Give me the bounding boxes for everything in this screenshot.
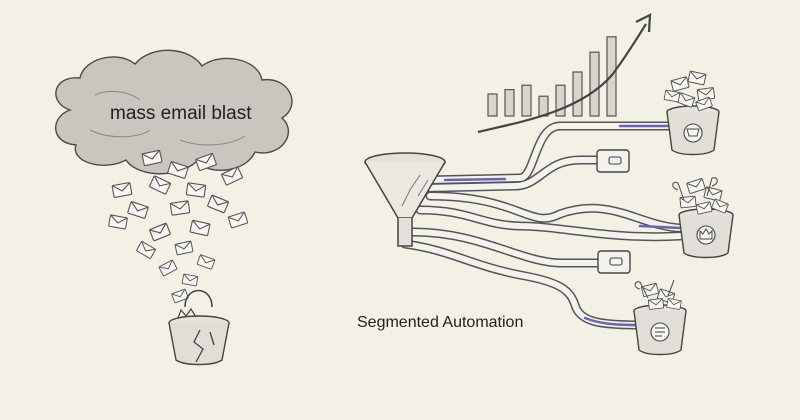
envelope-icon <box>663 89 681 103</box>
growth-arrowhead <box>635 13 652 33</box>
envelope-icon <box>111 181 133 199</box>
envelope-icon <box>189 219 211 237</box>
growth-bar <box>555 84 566 117</box>
envelope-icon <box>227 211 249 229</box>
storm-cloud <box>55 49 293 175</box>
broken-bucket-icon <box>168 289 230 366</box>
cloud-label: mass email blast <box>110 103 252 124</box>
receipt-icon <box>633 304 687 356</box>
growth-bar <box>504 88 515 117</box>
envelope-icon <box>174 240 194 256</box>
envelope-icon <box>127 200 149 220</box>
funnel <box>364 152 446 247</box>
growth-bar <box>487 93 498 117</box>
crown-icon <box>678 208 734 259</box>
envelope-icon <box>185 182 207 198</box>
envelope-icon <box>670 76 690 92</box>
envelope-icon <box>108 214 128 230</box>
segmented-automation-label: Segmented Automation <box>357 314 524 331</box>
growth-bar <box>589 51 600 117</box>
growth-bar <box>572 71 583 117</box>
envelope-icon <box>687 70 707 86</box>
valve-lower <box>597 250 631 274</box>
envelope-icon <box>703 186 723 202</box>
falling-envelopes <box>108 149 249 304</box>
growth-bar <box>521 84 532 117</box>
envelope-icon <box>666 297 682 311</box>
growth-arrow <box>477 23 647 134</box>
plant-sprigs <box>634 177 718 299</box>
envelope-icon <box>148 222 172 242</box>
shopping-cart-icon <box>666 105 720 156</box>
envelope-icon <box>135 240 157 260</box>
envelope-icon <box>148 175 172 195</box>
envelope-icon <box>206 194 230 214</box>
envelope-icon <box>196 254 216 270</box>
envelope-icon <box>647 298 665 310</box>
envelope-icon <box>158 259 178 277</box>
growth-bars <box>487 36 617 117</box>
envelope-icon <box>679 195 697 209</box>
growth-bar <box>538 95 549 117</box>
pipes <box>400 121 685 330</box>
envelope-icon <box>686 177 706 195</box>
envelope-icon <box>181 273 199 287</box>
valve-upper <box>596 149 630 173</box>
envelope-icon <box>169 200 191 216</box>
